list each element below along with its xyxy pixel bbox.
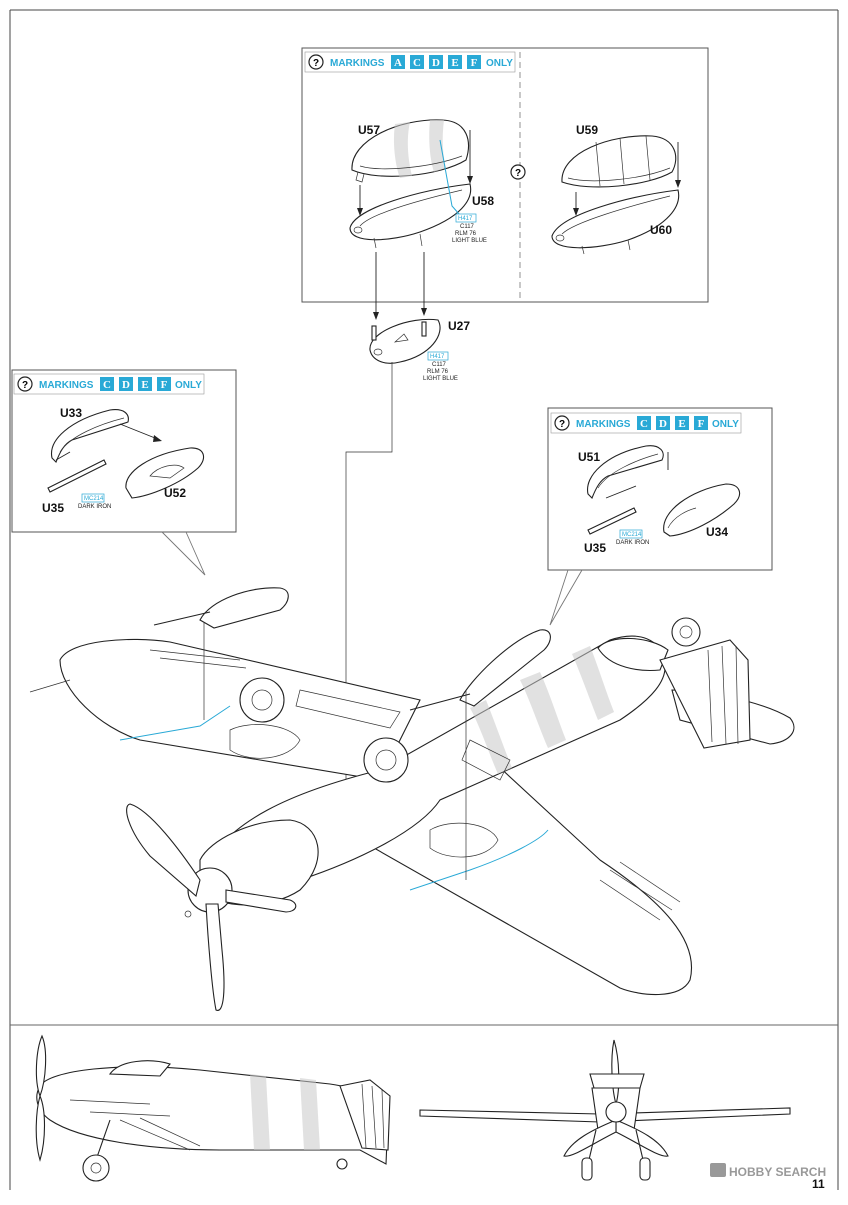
letter-badge: E xyxy=(451,57,458,69)
main-wheel-left xyxy=(239,677,285,723)
letter-badge: D xyxy=(659,418,667,430)
part-label: U59 xyxy=(576,123,598,137)
paint-code: H417 xyxy=(458,216,473,222)
gunpod-left-barrel xyxy=(47,459,107,493)
svg-text:?: ? xyxy=(22,380,28,391)
letter-badge: C xyxy=(103,379,111,391)
propeller-blade xyxy=(225,889,297,913)
propeller-blade xyxy=(205,903,225,1011)
paint-code: C117 xyxy=(460,224,475,230)
main-wheel-right xyxy=(363,737,409,783)
question-icon xyxy=(554,415,570,431)
letter-badge: C xyxy=(413,57,421,69)
watermark-text: HOBBY SEARCH xyxy=(729,1165,826,1179)
pod-cover-left xyxy=(351,119,469,183)
letter-badge: C xyxy=(640,418,648,430)
paint-code: H417 xyxy=(430,354,445,360)
part-label: U33 xyxy=(60,406,82,420)
letter-badge: F xyxy=(471,57,478,69)
tail-fin xyxy=(659,639,751,749)
paint-name: RLM 76 xyxy=(427,369,449,375)
page-number: 11 xyxy=(812,1177,825,1191)
canopy-panel: ? MARKINGS A C D E F ONLY xyxy=(301,47,709,303)
gunpod-panel-right: ? MARKINGS C D E F ONLY U51 U34 U35 xyxy=(547,407,773,626)
watermark-logo-icon xyxy=(710,1163,726,1177)
side-view-tailwheel xyxy=(336,1158,348,1170)
or-question-icon xyxy=(510,164,526,180)
tail-wheel xyxy=(671,617,701,647)
front-view-aircraft xyxy=(419,1039,791,1181)
paint-name: LIGHT BLUE xyxy=(423,376,458,382)
left-wing xyxy=(59,638,421,781)
part-label: U34 xyxy=(706,525,728,539)
question-icon xyxy=(308,54,324,70)
gunpod-panel-left: ? MARKINGS C D E F ONLY U33 U52 U35 xyxy=(11,369,237,576)
gunpod-left-header: ? MARKINGS C D E F ONLY xyxy=(13,373,205,395)
paint-name: LIGHT BLUE xyxy=(452,238,487,244)
part-label: U35 xyxy=(584,541,606,555)
part-label: U52 xyxy=(164,486,186,500)
svg-text:?: ? xyxy=(559,419,565,430)
question-icon xyxy=(17,376,33,392)
paint-code: MC214 xyxy=(622,532,642,538)
canopy-header-prefix: MARKINGS xyxy=(330,58,385,69)
letter-badge: A xyxy=(394,57,402,69)
main-aircraft-drawing xyxy=(29,587,795,1011)
paint-code: C117 xyxy=(432,362,447,368)
letter-badge: D xyxy=(122,379,130,391)
letter-badge: E xyxy=(678,418,685,430)
part-label: U27 xyxy=(448,319,470,333)
part-label: U35 xyxy=(42,501,64,515)
gunpod-right-header: ? MARKINGS C D E F ONLY xyxy=(550,412,742,434)
tailplane-left xyxy=(597,637,669,671)
part-label: U60 xyxy=(650,223,672,237)
gunpod-left-header-prefix: MARKINGS xyxy=(39,380,94,391)
gunpod-right-barrel xyxy=(587,507,637,535)
canopy-panel-header: ? MARKINGS A C D E F ONLY xyxy=(304,51,516,73)
letter-badge: F xyxy=(698,418,705,430)
paint-name: RLM 76 xyxy=(455,231,477,237)
canopy-letter-badges: A C D E F xyxy=(391,55,481,69)
paint-name: DARK IRON xyxy=(78,504,111,510)
gunpod-right-header-suffix: ONLY xyxy=(712,419,739,430)
canopy-header-suffix: ONLY xyxy=(486,58,513,69)
right-wing xyxy=(359,739,692,996)
part-label: U51 xyxy=(578,450,600,464)
propeller-blade xyxy=(126,803,201,898)
svg-text:?: ? xyxy=(313,58,319,69)
paint-code: MC214 xyxy=(84,496,104,502)
pod-base-right xyxy=(551,189,680,255)
side-view-wheel xyxy=(82,1154,110,1182)
gunpod-left-header-suffix: ONLY xyxy=(175,380,202,391)
side-view-aircraft xyxy=(35,1034,391,1182)
canopy-paint-callout: H417 C117 RLM 76 LIGHT BLUE xyxy=(452,213,487,244)
pod-base-left xyxy=(349,183,472,249)
watermark: HOBBY SEARCH xyxy=(710,1163,826,1179)
gunpod-left-pod xyxy=(125,447,205,499)
part-u27: U27 H417 C117 RLM 76 LIGHT BLUE xyxy=(369,318,470,382)
svg-text:?: ? xyxy=(515,168,521,179)
front-view-wheel-left xyxy=(581,1157,593,1181)
gunpod-right-fairing xyxy=(587,445,664,499)
part-label: U57 xyxy=(358,123,380,137)
front-view-wheel-right xyxy=(639,1157,651,1181)
letter-badge: E xyxy=(141,379,148,391)
front-view-spinner xyxy=(605,1101,627,1123)
gunpod-right-header-prefix: MARKINGS xyxy=(576,419,631,430)
gunpod-left-fairing xyxy=(51,409,129,463)
part-label: U58 xyxy=(472,194,494,208)
letter-badge: F xyxy=(161,379,168,391)
paint-name: DARK IRON xyxy=(616,540,649,546)
gunpod-right-pod xyxy=(663,483,741,537)
pod-cover-right xyxy=(561,135,677,188)
letter-badge: D xyxy=(432,57,440,69)
